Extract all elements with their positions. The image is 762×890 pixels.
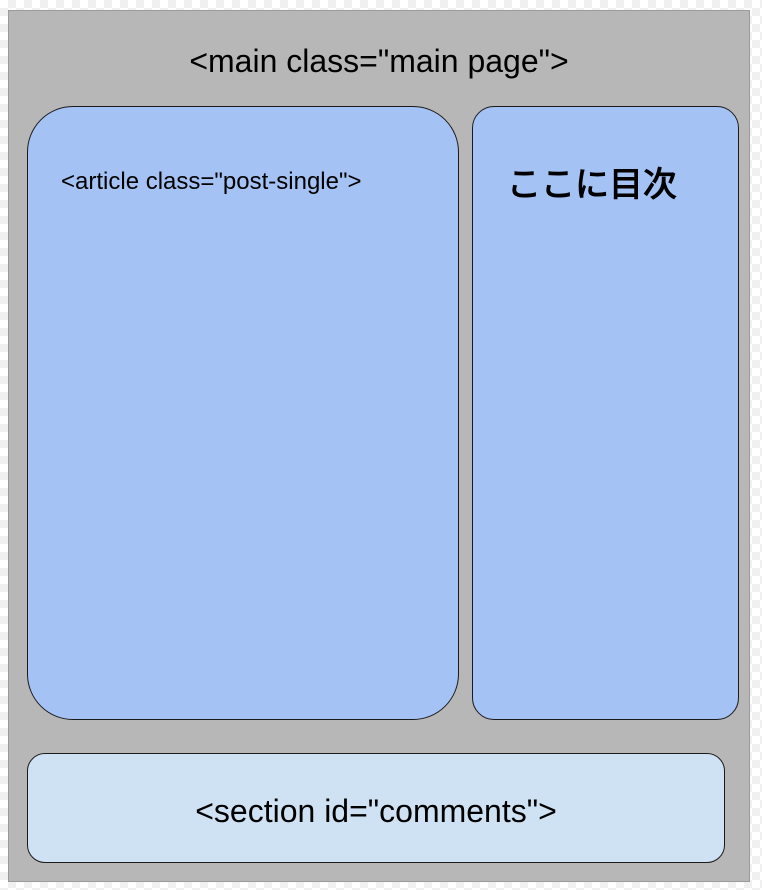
- toc-box: ここに目次: [472, 106, 739, 720]
- article-post-single-box: <article class="post-single">: [27, 106, 459, 720]
- toc-label: ここに目次: [507, 165, 677, 205]
- main-page-label: <main class="main page">: [189, 43, 569, 79]
- comments-section-box: <section id="comments">: [27, 753, 725, 863]
- comments-label: <section id="comments">: [195, 793, 557, 829]
- article-label: <article class="post-single">: [61, 168, 362, 195]
